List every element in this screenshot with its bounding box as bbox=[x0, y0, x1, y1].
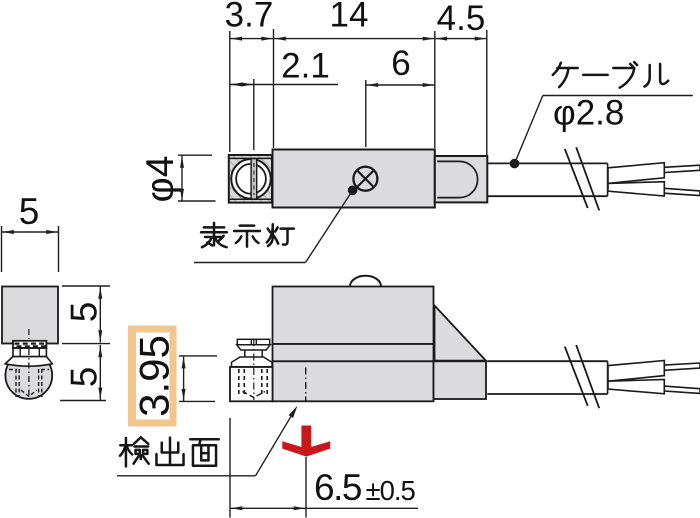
svg-text:4.5: 4.5 bbox=[437, 0, 486, 38]
svg-text:6: 6 bbox=[391, 44, 410, 83]
svg-text:3.7: 3.7 bbox=[225, 0, 274, 35]
svg-text:±0.5: ±0.5 bbox=[366, 475, 416, 506]
svg-text:5: 5 bbox=[64, 302, 105, 323]
svg-text:2.1: 2.1 bbox=[281, 47, 330, 86]
svg-text:6.5: 6.5 bbox=[314, 467, 362, 508]
svg-text:φ4: φ4 bbox=[139, 156, 182, 203]
svg-text:φ2.8: φ2.8 bbox=[553, 94, 624, 133]
svg-text:5: 5 bbox=[64, 367, 105, 388]
svg-text:14: 14 bbox=[330, 0, 369, 35]
svg-text:5: 5 bbox=[19, 191, 40, 232]
svg-text:3.95: 3.95 bbox=[131, 335, 178, 417]
